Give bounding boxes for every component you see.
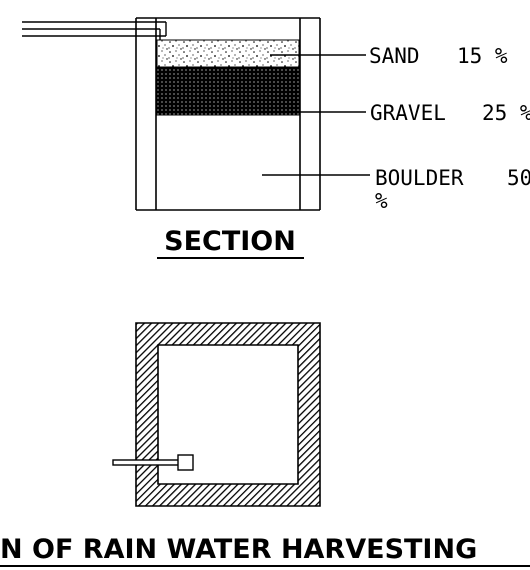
gravel-percent: 25 % <box>482 101 530 125</box>
boulder-label: BOULDER <box>375 166 464 190</box>
section-view: SAND 15 % GRAVEL 25 % BOULDER 50 % SECTI… <box>22 17 530 259</box>
plan-title: N OF RAIN WATER HARVESTING <box>0 534 477 565</box>
boulder-percent-wrap: % <box>375 189 388 213</box>
sand-percent: 15 % <box>457 44 508 68</box>
boulder-percent: 50 <box>507 166 530 190</box>
sand-label: SAND <box>369 44 420 68</box>
inlet-pipe <box>22 21 167 40</box>
tank-walls <box>135 17 321 211</box>
gravel-layer <box>156 66 300 116</box>
plan-inlet-pipe <box>112 454 194 471</box>
tank-wall-hatched <box>135 322 321 507</box>
section-title: SECTION <box>164 226 296 257</box>
plan-view: N OF RAIN WATER HARVESTING <box>0 322 530 567</box>
gravel-label: GRAVEL <box>370 101 446 125</box>
sand-layer <box>156 39 300 68</box>
